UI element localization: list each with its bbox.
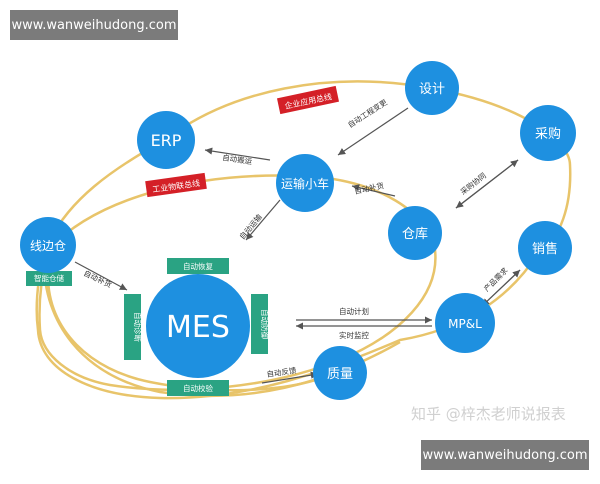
node-mes-label: MES: [166, 310, 230, 345]
tag-smart-storage-box: [26, 271, 72, 286]
arrow-feedback: [261, 371, 319, 384]
tag-industrial-bus: 工业物联总线: [145, 172, 207, 198]
node-line-warehouse: [20, 217, 76, 273]
label-auto-transport: 自动运输: [237, 211, 264, 241]
node-sales-label: 销售: [532, 241, 558, 257]
node-design-label: 设计: [419, 82, 445, 97]
watermark-banner-bottom: www.wanweihudong.com: [421, 440, 589, 470]
tag-auto-diagnosis-text: 自动诊断: [133, 312, 143, 342]
nodes: MES ERP 设计 采购 运输小车 仓库 线边仓 销售 MP&L 质量: [20, 61, 576, 400]
label-realtime-monitor: 实时监控: [339, 330, 369, 340]
arrow-design-to-cart: [337, 107, 409, 156]
tag-industrial-bus-box: [145, 172, 207, 198]
node-quality: [313, 346, 367, 400]
green-tags: 自动恢复 自动诊断 自动防御 自动校验 智能仓储: [26, 258, 270, 396]
tag-auto-diagnosis-box: [124, 294, 141, 360]
node-warehouse: [388, 206, 442, 260]
node-purchase: [520, 105, 576, 161]
red-tags: 企业应用总线 工业物联总线: [145, 85, 340, 198]
arrow-line-to-mes: [74, 261, 128, 291]
node-transport-cart: [276, 154, 334, 212]
node-mpl-label: MP&L: [448, 317, 482, 331]
tag-enterprise-bus: 企业应用总线: [276, 85, 340, 115]
node-transport-cart-label: 运输小车: [281, 176, 329, 191]
arrow-warehouse-to-cart: [351, 184, 396, 197]
loop-paths: [35, 80, 572, 400]
label-auto-handling: 自动搬运: [222, 152, 254, 166]
node-line-warehouse-label: 线边仓: [30, 239, 66, 253]
tag-auto-protection-text: 自动防御: [260, 309, 270, 339]
tag-enterprise-bus-box: [276, 85, 340, 115]
outer-loop: [35, 80, 572, 400]
arrow-cart-to-erp: [204, 147, 271, 161]
node-mpl: [435, 293, 495, 353]
tag-auto-recovery-box: [167, 258, 229, 274]
tag-auto-calibration-text: 自动校验: [183, 383, 213, 393]
node-erp: [137, 111, 195, 169]
label-auto-plan: 自动计划: [339, 306, 369, 316]
node-mes: [146, 274, 250, 378]
label-product-demand: 产品需求: [481, 265, 510, 294]
label-purchase-sync: 采购协同: [458, 170, 488, 196]
arrow-demand-back: [481, 269, 521, 307]
tag-auto-calibration-box: [167, 380, 229, 396]
arrow-cart-to-mes: [245, 199, 281, 241]
watermark-zhihu: 知乎 @梓杰老师说报表: [411, 405, 566, 423]
label-auto-feedback: 自动反馈: [266, 365, 298, 379]
middle-loop: [38, 174, 437, 391]
arrow-purchase-warehouse-back: [455, 159, 519, 209]
watermark-banner-top: www.wanweihudong.com: [10, 10, 178, 40]
node-purchase-label: 采购: [535, 126, 561, 142]
tag-auto-recovery-text: 自动恢复: [183, 261, 213, 271]
tag-smart-storage-text: 智能仓储: [34, 273, 64, 283]
node-erp-label: ERP: [151, 131, 182, 150]
node-sales: [518, 221, 572, 275]
arrows: [74, 107, 521, 384]
tag-auto-protection-box: [251, 294, 268, 354]
node-quality-label: 质量: [327, 367, 353, 382]
node-warehouse-label: 仓库: [402, 226, 428, 242]
label-auto-replenish-line: 自动补货: [82, 268, 114, 290]
node-design: [405, 61, 459, 115]
